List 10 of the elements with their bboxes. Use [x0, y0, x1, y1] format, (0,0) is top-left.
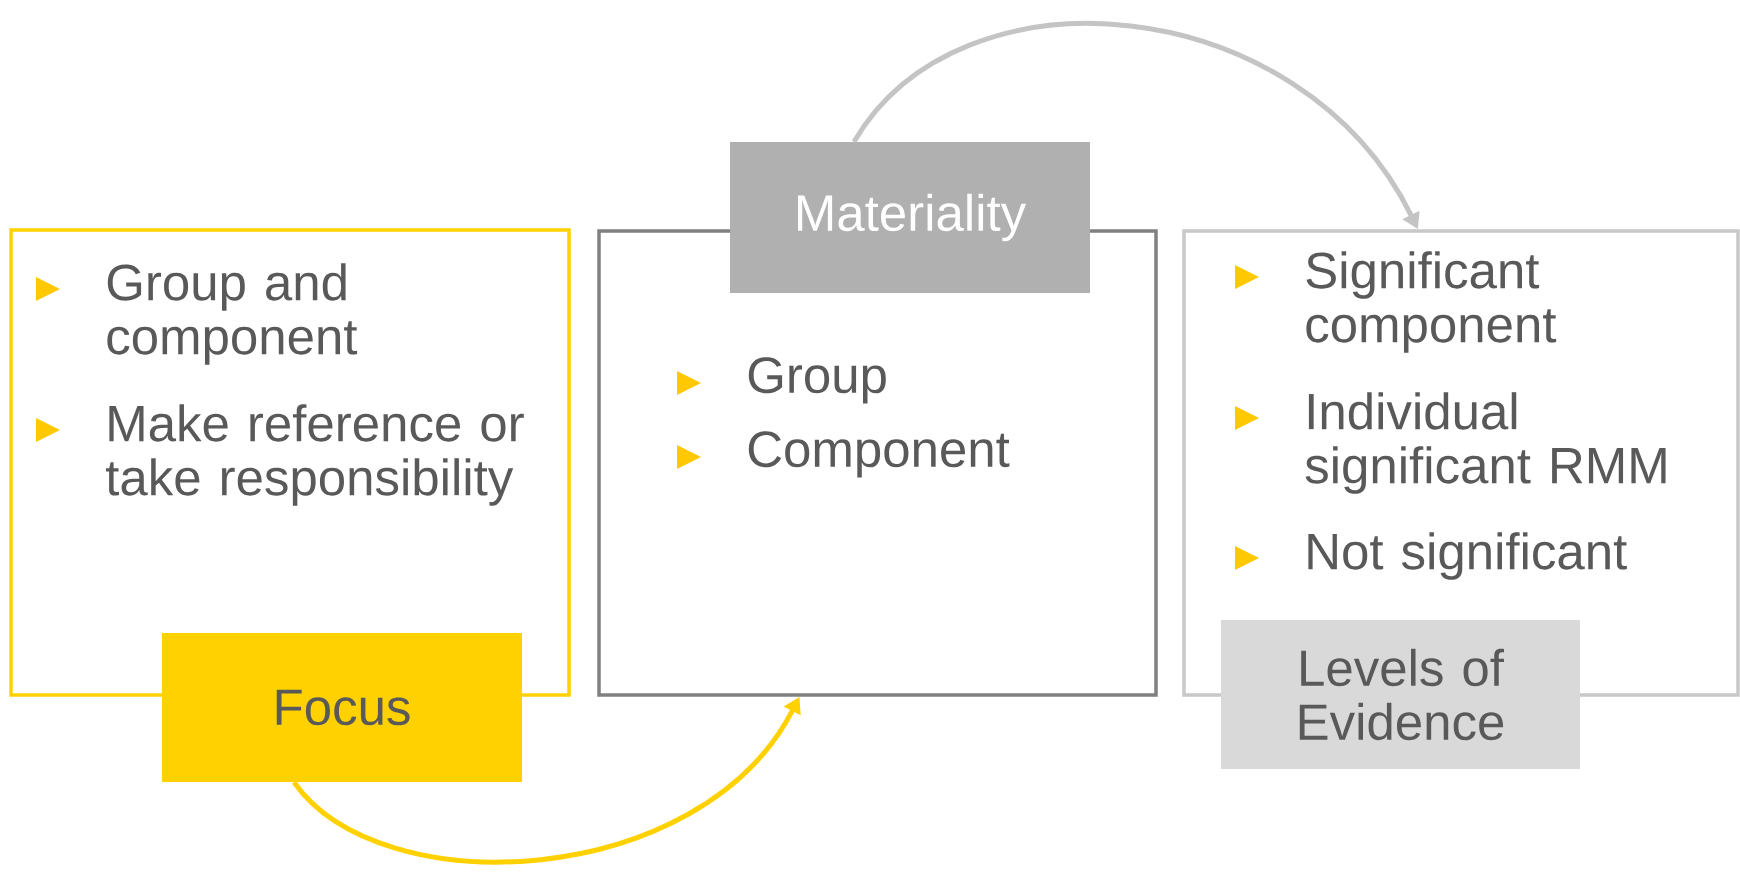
label-box: Focus	[162, 633, 522, 782]
label-box: Materiality	[730, 142, 1090, 293]
bullet-text: Group	[748, 357, 886, 404]
bullet-text: Make reference or take responsibility	[106, 404, 524, 506]
bullet-text: Group and component	[107, 263, 358, 365]
bullet-text: Not significant	[1308, 532, 1627, 580]
bullet-text: Component	[748, 431, 1010, 478]
bullet-text: Significant component	[1306, 251, 1557, 353]
bullet-text: Individual significant RMM	[1305, 392, 1666, 494]
label-box: Levels of Evidence	[1221, 620, 1580, 769]
